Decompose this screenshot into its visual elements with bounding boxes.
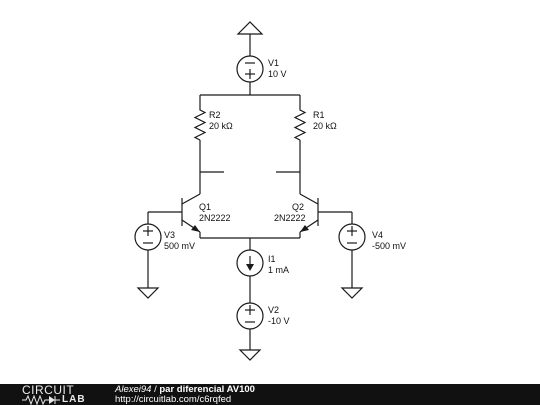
meta-line-1: Alexei94 / par diferencial AV100	[115, 385, 255, 395]
circuit-url[interactable]: http://circuitlab.com/c6rqfed	[115, 394, 232, 405]
transistor-q1[interactable]: Q1 2N2222	[148, 193, 231, 238]
meta-separator: /	[151, 384, 160, 395]
footer-bar: CIRCUIT LAB Alexei94 / par diferencial A…	[0, 384, 540, 405]
q2-name: Q2	[292, 202, 304, 212]
i1-name: I1	[268, 254, 276, 264]
emitter-node-wiring	[147, 212, 353, 350]
ground-v3[interactable]	[136, 287, 160, 299]
transistor-q2[interactable]: Q2 2N2222	[274, 193, 352, 238]
ground-v2[interactable]	[238, 349, 262, 361]
r1-name: R1	[313, 110, 325, 120]
resistor-diode-icon	[22, 395, 60, 405]
r2-value: 20 kΩ	[209, 121, 233, 131]
q1-name: Q1	[199, 202, 211, 212]
resistor-r2[interactable]: R2 20 kΩ	[193, 106, 233, 141]
v3-value: 500 mV	[164, 241, 195, 251]
voltage-source-v2[interactable]: V2 -10 V	[236, 302, 290, 330]
q1-model: 2N2222	[199, 213, 231, 223]
logo-text-lab: LAB	[62, 394, 86, 405]
v1-value: 10 V	[268, 69, 287, 79]
i1-value: 1 mA	[268, 265, 289, 275]
voltage-source-v4[interactable]: V4 -500 mV	[338, 223, 406, 251]
q2-model: 2N2222	[274, 213, 306, 223]
circuit-schematic: V1 10 V R2 20 kΩ R1 20 kΩ Q1 2N2222 Q2 2…	[134, 21, 406, 361]
v2-name: V2	[268, 305, 279, 315]
v4-value: -500 mV	[372, 241, 406, 251]
v2-value: -10 V	[268, 316, 290, 326]
v3-name: V3	[164, 230, 175, 240]
circuit-title[interactable]: par diferencial AV100	[159, 384, 255, 395]
circuitlab-logo[interactable]: CIRCUIT LAB	[22, 384, 96, 405]
ground-v4[interactable]	[340, 287, 364, 299]
r2-name: R2	[209, 110, 221, 120]
circuit-meta: Alexei94 / par diferencial AV100 http://…	[115, 385, 255, 405]
logo-bottom-row: LAB	[22, 394, 96, 405]
r1-value: 20 kΩ	[313, 121, 337, 131]
resistor-r1[interactable]: R1 20 kΩ	[293, 106, 337, 141]
top-rail-wiring	[199, 34, 301, 194]
v1-name: V1	[268, 58, 279, 68]
voltage-source-v1[interactable]: V1 10 V	[236, 55, 287, 83]
current-source-i1[interactable]: I1 1 mA	[236, 249, 289, 277]
author-link[interactable]: Alexei94	[115, 384, 152, 395]
supply-arrow-top[interactable]	[236, 21, 264, 35]
logo-text-circuit: CIRCUIT	[22, 383, 75, 397]
voltage-source-v3[interactable]: V3 500 mV	[134, 223, 195, 251]
v4-name: V4	[372, 230, 383, 240]
